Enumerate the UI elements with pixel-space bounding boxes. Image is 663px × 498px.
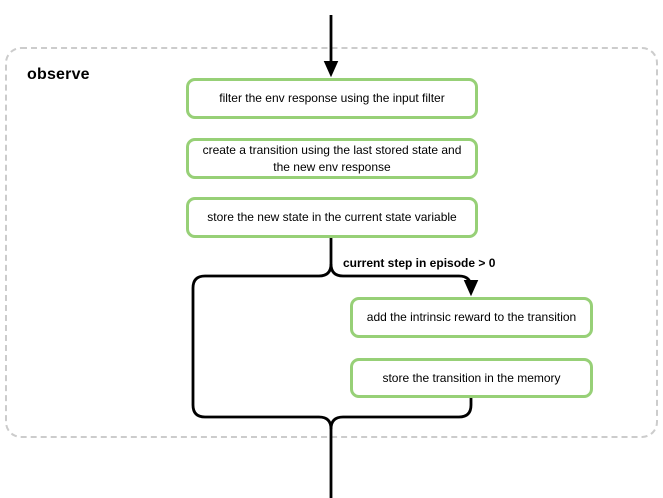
node-label: filter the env response using the input … bbox=[219, 91, 445, 106]
node-label: create a transition using the last store… bbox=[202, 143, 462, 174]
node-store-new-state: store the new state in the current state… bbox=[186, 197, 478, 238]
node-create-transition: create a transition using the last store… bbox=[186, 138, 478, 179]
node-label: store the new state in the current state… bbox=[207, 210, 457, 225]
condition-label: current step in episode > 0 bbox=[343, 256, 496, 270]
node-filter-env-response: filter the env response using the input … bbox=[186, 78, 478, 119]
node-store-transition: store the transition in the memory bbox=[350, 358, 593, 398]
node-add-intrinsic-reward: add the intrinsic reward to the transiti… bbox=[350, 297, 593, 338]
group-title: observe bbox=[27, 66, 90, 83]
node-label: add the intrinsic reward to the transiti… bbox=[366, 310, 577, 325]
node-label: store the transition in the memory bbox=[382, 370, 561, 385]
